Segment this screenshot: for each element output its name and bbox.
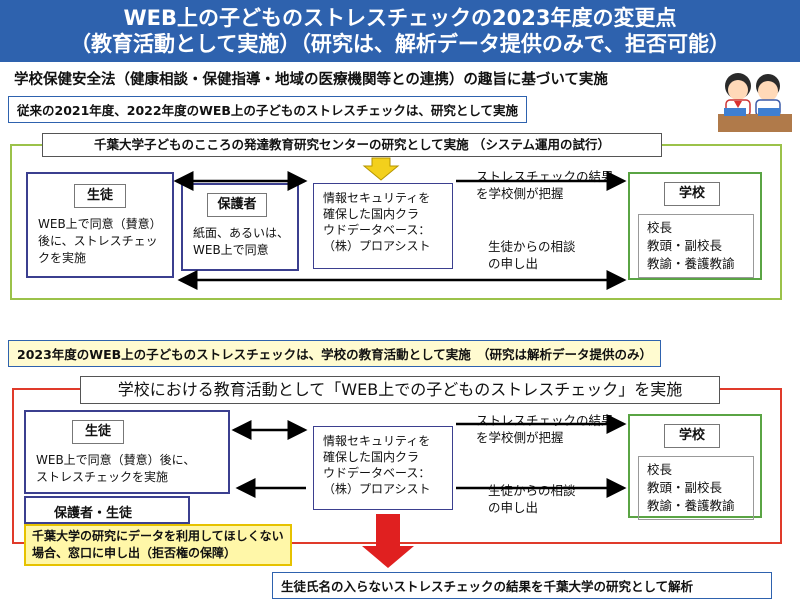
title-banner: WEB上の子どものストレスチェックの2023年度の変更点 （教育活動として実施）… xyxy=(0,0,800,62)
flow-result-2021: ストレスチェックの結果 を学校側が把握 xyxy=(476,169,614,201)
title-line-1: WEB上の子どものストレスチェックの2023年度の変更点 xyxy=(123,6,677,30)
database-box-2021: 情報セキュリティを 確保した国内クラ ウドデータベース： （株）プロアシスト xyxy=(313,183,453,269)
tablet-icon xyxy=(724,108,746,116)
desk-icon xyxy=(718,114,792,132)
school-box-2023: 学校 校長 教頭・副校長 教諭・養護教諭 xyxy=(628,414,762,520)
school-box-2021: 学校 校長 教頭・副校長 教諭・養護教諭 xyxy=(628,172,762,280)
guardian-text: 紙面、あるいは、 WEB上で同意 xyxy=(193,226,290,257)
flow-consult-2023: 生徒からの相談 の申し出 xyxy=(488,483,576,515)
student-tag: 生徒 xyxy=(74,184,126,208)
guardian-box-2021: 保護者 紙面、あるいは、 WEB上で同意 xyxy=(181,183,299,271)
guardian-student-box-2023 xyxy=(24,496,190,524)
student-tag: 生徒 xyxy=(72,420,124,444)
title-line-2: （教育活動として実施）（研究は、解析データ提供のみで、拒否可能） xyxy=(69,32,731,56)
student-text: WEB上で同意（賛意）後に、 ストレスチェックを実施 xyxy=(36,453,196,484)
school-tag: 学校 xyxy=(664,424,720,448)
frame-2021-label: 千葉大学子どものこころの発達教育研究センターの研究として実施 （システム運用の試… xyxy=(42,133,662,157)
subtitle: 学校保健安全法（健康相談・保健指導・地域の医療機関等との連携）の趣旨に基づいて実… xyxy=(14,72,608,88)
school-staff-list: 校長 教頭・副校長 教諭・養護教諭 xyxy=(638,456,754,520)
flow-consult-2021: 生徒からの相談 の申し出 xyxy=(488,239,576,271)
school-tag: 学校 xyxy=(664,182,720,206)
note-2023: 2023年度のWEB上の子どものストレスチェックは、学校の教育活動として実施 （… xyxy=(8,340,662,367)
guardian-tag: 保護者 xyxy=(207,193,267,217)
tablet-icon xyxy=(758,108,780,116)
student-text: WEB上で同意（賛意） 後に、ストレスチェッ クを実施 xyxy=(38,217,162,265)
school-staff-list: 校長 教頭・副校長 教諭・養護教諭 xyxy=(638,214,754,278)
note-2021: 従来の2021年度、2022年度のWEB上の子どものストレスチェックは、研究とし… xyxy=(8,96,528,123)
database-box-2023: 情報セキュリティを 確保した国内クラ ウドデータベース： （株）プロアシスト xyxy=(313,426,453,510)
guardian-student-tag: 保護者・生徒 xyxy=(54,506,133,521)
refusal-note: 千葉大学の研究にデータを利用してほしくない 場合、窓口に申し出（拒否権の保障） xyxy=(24,524,292,566)
student-boy-icon xyxy=(755,74,781,117)
frame-2023-label: 学校における教育活動として「WEB上での子どものストレスチェック」を実施 xyxy=(80,376,720,404)
student-box-2021: 生徒 WEB上で同意（賛意） 後に、ストレスチェッ クを実施 xyxy=(26,172,174,278)
flow-result-2023: ストレスチェックの結果 を学校側が把握 xyxy=(476,413,614,445)
bottom-note: 生徒氏名の入らないストレスチェックの結果を千葉大学の研究として解析 xyxy=(272,572,772,599)
student-girl-icon xyxy=(725,73,751,117)
student-box-2023: 生徒 WEB上で同意（賛意）後に、 ストレスチェックを実施 xyxy=(24,410,230,494)
